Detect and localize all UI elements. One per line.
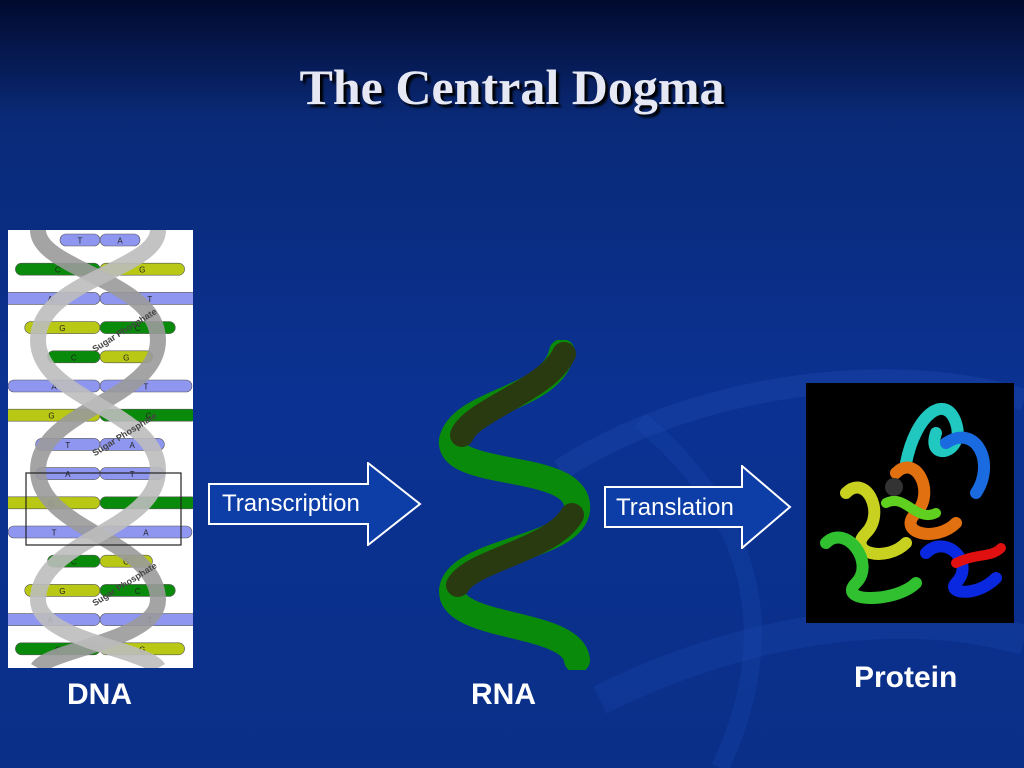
base-letter: C <box>55 266 61 275</box>
protein-structure-image <box>806 383 1014 623</box>
base-segment <box>99 233 141 247</box>
base-letter: G <box>123 353 129 362</box>
base-letter: G <box>48 412 54 421</box>
base-letter: A <box>51 383 57 392</box>
base-letter: T <box>130 470 135 479</box>
base-letter: T <box>147 295 152 304</box>
base-letter: C <box>135 324 141 333</box>
highlight-box <box>25 472 182 546</box>
base-letter: G <box>139 266 145 275</box>
rna-strand <box>439 340 590 670</box>
base-letter: A <box>65 470 71 479</box>
base-letter: A <box>130 441 136 450</box>
transcription-arrow: Transcription <box>208 460 422 548</box>
base-letter: G <box>59 587 65 596</box>
base-letter: T <box>65 441 70 450</box>
base-letter: C <box>71 558 77 567</box>
base-letter: T <box>52 529 57 538</box>
translation-label: Translation <box>616 494 734 521</box>
base-letter: C <box>146 412 152 421</box>
page-title: The Central Dogma <box>299 59 725 115</box>
base-letter: A <box>143 529 149 538</box>
base-letter: T <box>144 383 149 392</box>
base-letter: T <box>78 237 83 246</box>
protein-label: Protein <box>854 661 958 694</box>
base-letter: A <box>117 237 123 246</box>
dna-label: DNA <box>67 678 132 711</box>
base-letter: C <box>135 587 141 596</box>
transcription-label: Transcription <box>222 490 360 517</box>
base-letter: G <box>59 324 65 333</box>
rna-label: RNA <box>471 678 536 711</box>
translation-arrow: Translation <box>604 463 792 551</box>
base-letter: C <box>71 353 77 362</box>
